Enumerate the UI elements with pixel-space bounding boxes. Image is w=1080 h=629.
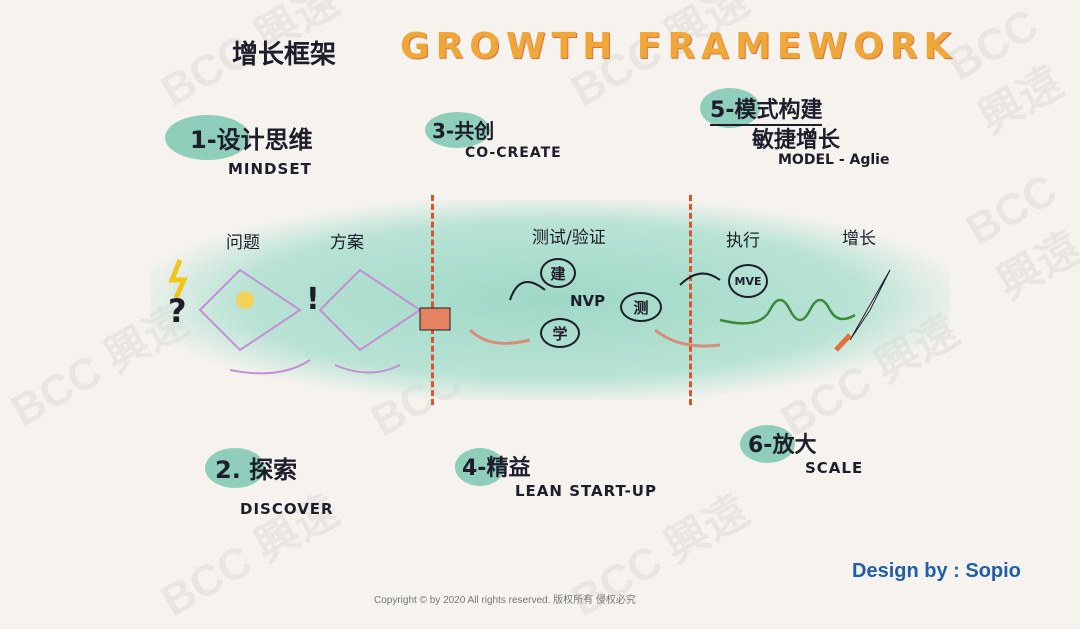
mve-bubble: MVE	[728, 264, 768, 298]
section-5-sub: MODEL - Aglie	[778, 152, 890, 168]
label-execute: 执行	[726, 231, 760, 251]
exclamation-mark: !	[306, 282, 320, 317]
design-credit: Design by : Sopio	[852, 560, 1021, 582]
section-5-title: 5-模式构建	[710, 92, 823, 126]
section-3-sub: CO-CREATE	[465, 145, 562, 161]
section-2-sub: DISCOVER	[240, 500, 334, 518]
watermark: BCC 興遠	[958, 164, 1080, 309]
section-1-sub: MINDSET	[228, 160, 312, 178]
diagram-sketch	[168, 259, 891, 375]
watermark: BCC 興遠	[939, 0, 1072, 144]
section-4-sub: LEAN START-UP	[515, 482, 657, 500]
measure-bubble: 测	[620, 292, 662, 322]
divider-line	[431, 195, 434, 405]
learn-bubble: 学	[540, 318, 580, 348]
divider-line	[689, 195, 692, 405]
section-4-title: 4-精益	[462, 456, 531, 481]
title-cn: 增长框架	[232, 40, 337, 70]
copyright: Copyright © by 2020 All rights reserved.…	[374, 595, 636, 606]
label-problem: 问题	[226, 233, 260, 253]
section-6-title: 6-放大	[748, 433, 817, 458]
section-1-title: 1-设计思维	[190, 126, 313, 154]
label-solution: 方案	[330, 233, 364, 253]
section-5-title2: 敏捷增长	[752, 128, 841, 153]
build-bubble: 建	[540, 258, 576, 288]
label-growth: 增长	[842, 229, 876, 249]
title-en: GROWTH FRAMEWORK	[400, 26, 958, 67]
section-2-title: 2. 探索	[215, 456, 298, 484]
section-6-sub: SCALE	[805, 459, 864, 477]
section-3-title: 3-共创	[432, 119, 495, 143]
mvp-label: NVP	[570, 292, 606, 310]
label-test: 测试/验证	[532, 228, 606, 248]
question-mark: ?	[168, 292, 187, 330]
watermark: BCC 興遠	[153, 485, 347, 627]
